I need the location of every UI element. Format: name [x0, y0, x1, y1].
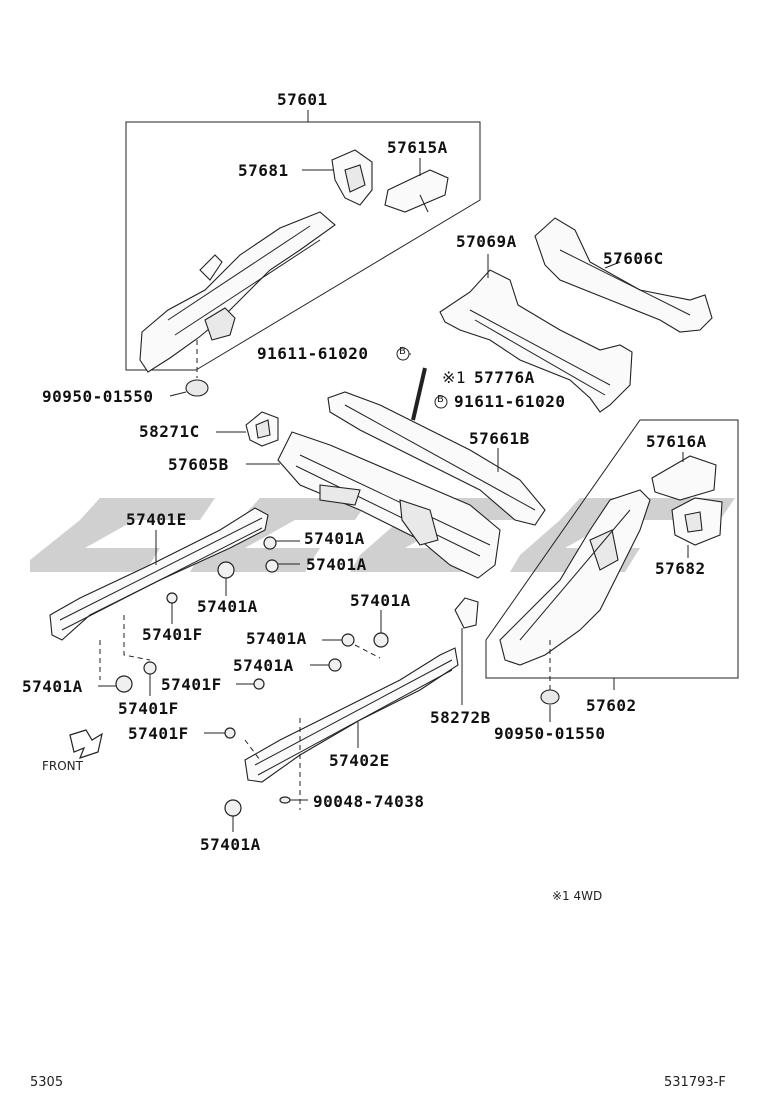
crossmember-57606C — [534, 217, 713, 333]
callout-57602: 57602 — [586, 696, 637, 715]
callout-57615A: 57615A — [387, 138, 448, 157]
callout-57401A-6: 57401A — [233, 656, 294, 675]
callout-58271C: 58271C — [139, 422, 200, 441]
bolt-marker-top: B — [399, 346, 406, 357]
front-label: FRONT — [42, 759, 83, 773]
page-number: 5305 — [30, 1075, 64, 1090]
callout-57401A-1: 57401A — [304, 529, 365, 548]
bracket-57682 — [671, 497, 723, 546]
callout-90950-top: 90950-01550 — [42, 387, 154, 406]
callout-57606C: 57606C — [603, 249, 664, 268]
callout-57401F-4: 57401F — [128, 724, 189, 743]
bracket-58271C — [245, 411, 279, 447]
callout-57401E: 57401E — [126, 510, 187, 529]
callout-90950-bottom: 90950-01550 — [494, 724, 606, 743]
group-box-57601 — [125, 121, 481, 371]
callout-57601: 57601 — [277, 90, 328, 109]
footnote-4wd: ※1 4WD — [552, 889, 603, 903]
callout-57402E: 57402E — [329, 751, 390, 770]
callout-57776A: 57776A — [474, 368, 535, 387]
callout-note-mark: ※1 — [442, 368, 467, 387]
callout-91611-top: 91611-61020 — [257, 344, 369, 363]
callout-57605B: 57605B — [168, 455, 229, 474]
bracket-57681 — [331, 149, 373, 206]
rocker-57402E — [244, 647, 459, 783]
brace-57776A — [411, 367, 427, 421]
nut-57401A-6 — [328, 658, 342, 672]
callout-57401A-4: 57401A — [350, 591, 411, 610]
bolt-marker-bottom: B — [437, 394, 444, 405]
callout-58272B: 58272B — [430, 708, 491, 727]
nut-57401A-8 — [224, 799, 242, 817]
callout-57682: 57682 — [655, 559, 706, 578]
nut-57401A-2 — [265, 559, 279, 573]
bracket-57615A — [384, 169, 449, 213]
callout-57401A-2: 57401A — [306, 555, 367, 574]
front-side-member-left — [139, 211, 336, 373]
plug-90950-top — [185, 379, 209, 397]
rocker-57401E — [49, 507, 269, 641]
nut-57401A-5 — [341, 633, 355, 647]
plug-90950-bottom — [540, 689, 560, 705]
callout-57401A-3: 57401A — [197, 597, 258, 616]
clip-57401F-2 — [143, 661, 157, 675]
rear-side-member-57602 — [499, 489, 651, 666]
hole-plug-90048 — [279, 796, 291, 804]
callout-57401A-7: 57401A — [22, 677, 83, 696]
bracket-58272B — [454, 597, 479, 629]
crossmember-57069A — [439, 269, 633, 413]
nut-57401A-7 — [115, 675, 133, 693]
group-box-57602 — [485, 419, 739, 679]
front-arrow-icon — [69, 729, 103, 759]
callout-57069A: 57069A — [456, 232, 517, 251]
clip-57401F-4 — [224, 727, 236, 739]
callout-57401A-8: 57401A — [200, 835, 261, 854]
callout-91611-bottom: 91611-61020 — [454, 392, 566, 411]
callout-57401A-5: 57401A — [246, 629, 307, 648]
nut-57401A-1 — [263, 536, 277, 550]
nut-57401A-4 — [373, 632, 389, 648]
bracket-57616A — [651, 455, 717, 501]
figure-code: 531793-F — [664, 1075, 726, 1090]
callout-57616A: 57616A — [646, 432, 707, 451]
callout-90048: 90048-74038 — [313, 792, 425, 811]
side-member-57605B — [277, 431, 501, 579]
reinforcement-57661B — [327, 391, 546, 526]
callout-57401F-1: 57401F — [142, 625, 203, 644]
clip-57401F-1 — [166, 592, 178, 604]
clip-57401F-3 — [253, 678, 265, 690]
nut-57401A-3 — [217, 561, 235, 579]
callout-57681: 57681 — [238, 161, 289, 180]
callout-57661B: 57661B — [469, 429, 530, 448]
callout-57401F-3: 57401F — [118, 699, 179, 718]
callout-57401F-2: 57401F — [161, 675, 222, 694]
